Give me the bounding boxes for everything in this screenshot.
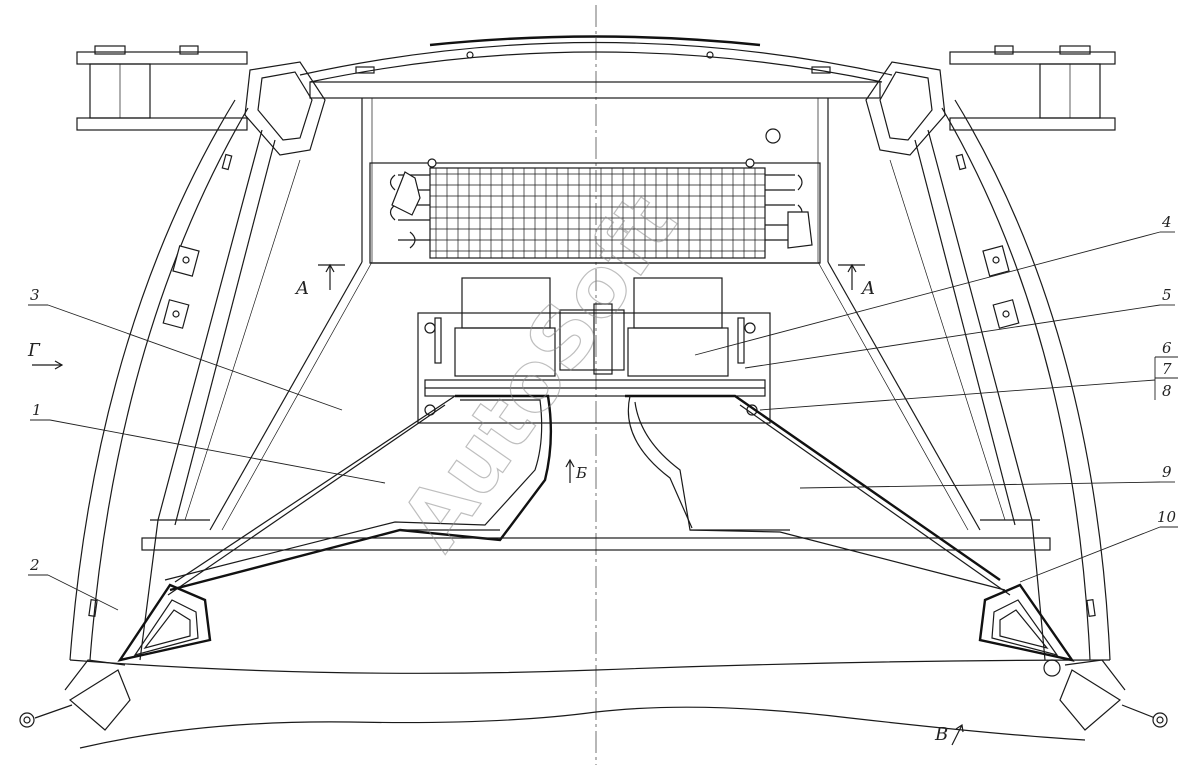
callout-label-4: 4 [1161,213,1172,231]
section-label-a-right: A [860,278,875,299]
view-label-g: Г [27,340,41,361]
callout-label-10: 10 [1157,508,1177,526]
section-mark-a-left: A [294,263,345,299]
section-label-a-left: A [294,278,309,299]
blower-assembly [417,277,771,424]
callout-1: 1 [30,401,386,484]
callout-label-2: 2 [29,556,40,574]
section-mark-a-right: A [838,263,875,299]
right-foot [978,583,1168,731]
view-label-v: В [934,724,948,745]
right-top-bracket [865,45,1116,156]
view-mark-b: Б [565,458,587,483]
left-side-frame [69,99,301,661]
right-side-frame [889,99,1111,661]
top-frame [299,35,893,262]
lower-frame [69,261,1111,749]
air-ducts [164,394,1011,596]
callout-10: 10 [1019,508,1178,583]
callout-label-6: 6 [1162,339,1172,357]
callout-3: 3 [28,286,343,411]
callout-5: 5 [744,286,1175,369]
callout-2: 2 [28,556,119,611]
callout-6-7-8: 6 7 8 [759,339,1178,411]
callout-9: 9 [799,463,1175,489]
callout-label-5: 5 [1162,286,1172,304]
heater-core [369,158,821,264]
left-top-bracket [76,45,326,156]
blower-mount-bolts [424,322,758,416]
callout-label-8: 8 [1162,382,1172,400]
callout-label-1: 1 [32,401,42,419]
callout-label-3: 3 [30,286,40,304]
callout-label-9: 9 [1162,463,1172,481]
callout-4: 4 [694,213,1175,356]
left-foot [19,583,212,731]
view-mark-g: Г [27,340,64,370]
callout-label-7: 7 [1162,360,1172,378]
view-label-b: Б [575,464,587,482]
view-mark-v: В [934,723,964,746]
